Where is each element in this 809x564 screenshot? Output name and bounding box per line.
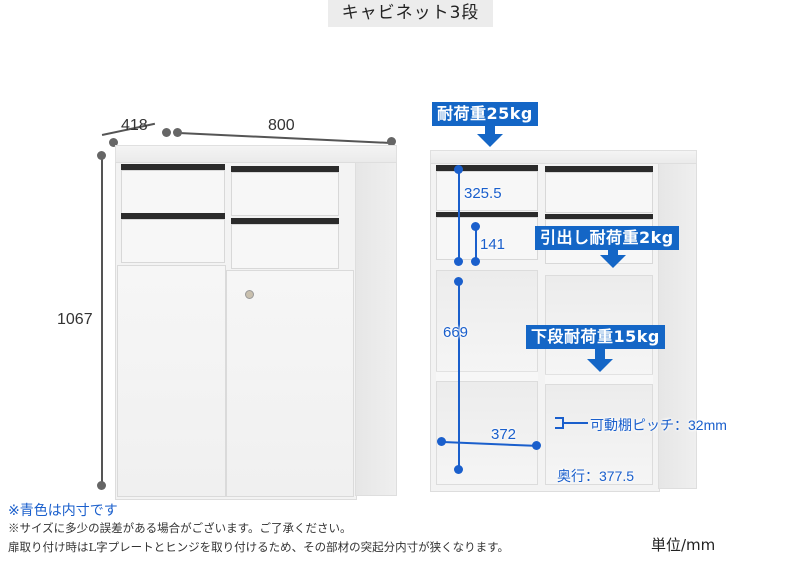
drawer-top-left[interactable] <box>436 171 538 211</box>
dim-dot <box>532 441 541 450</box>
dim-dot <box>471 222 480 231</box>
lock-icon <box>245 290 254 299</box>
drawer-bottom-left[interactable] <box>121 219 225 263</box>
drawer-slot <box>121 164 225 170</box>
tolerance-note: ※サイズに多少の誤差がある場合がございます。ご了承ください。 <box>8 521 352 535</box>
drawer-top-right[interactable] <box>545 172 653 213</box>
down-arrow-icon <box>600 255 626 268</box>
height-dimension-label: 1067 <box>57 311 93 328</box>
down-arrow-icon <box>477 134 503 147</box>
width-dimension-label: 800 <box>268 117 295 134</box>
dim-dot <box>437 437 446 446</box>
top-load-label: 耐荷重25kg <box>432 102 538 126</box>
drawer-load-arrow-stem <box>608 250 618 255</box>
shelf-cell-lower-left <box>436 381 538 485</box>
depth-dimension-label: 418 <box>121 117 148 134</box>
width-dim-dot-right <box>387 137 396 146</box>
inner-width-label: 372 <box>491 426 517 443</box>
height-dim-dot-bottom <box>97 481 106 490</box>
page-title: キャビネット3段 <box>328 0 493 27</box>
top-load-arrow-stem <box>485 126 495 134</box>
width-dim-dot-left <box>173 128 182 137</box>
drawer-slot <box>121 213 225 219</box>
depth-dim-dot-right <box>162 128 171 137</box>
depth-dim-dot-left <box>109 138 118 147</box>
drawer-slot <box>545 214 653 219</box>
left-cabinet-side <box>355 162 397 496</box>
door-left[interactable] <box>117 265 226 497</box>
shelf-cell-upper-left <box>436 270 538 373</box>
drawer-bottom-right[interactable] <box>231 224 339 269</box>
unit-label: 単位/mm <box>651 536 716 554</box>
drawer-load-label: 引出し耐荷重2kg <box>535 226 679 250</box>
inner-depth-label: 奥行：377.5 <box>557 468 635 484</box>
height-dimension-line <box>101 156 103 486</box>
drawer-slot <box>231 166 339 172</box>
drawer-inner-height-label: 141 <box>480 236 506 253</box>
drawer-slot <box>436 165 538 171</box>
drawer-section-height-label: 325.5 <box>464 185 502 202</box>
drawer-bottom-left[interactable] <box>436 217 538 260</box>
shelf-pitch-label: 可動棚ピッチ：32mm <box>590 417 727 433</box>
inner-dimension-note: ※青色は内寸です <box>8 503 118 519</box>
down-arrow-icon <box>587 359 613 372</box>
drawer-section-dimension-line <box>458 170 460 262</box>
dim-dot <box>454 257 463 266</box>
drawer-top-right[interactable] <box>231 172 339 216</box>
height-dim-dot-top <box>97 151 106 160</box>
drawer-slot <box>436 212 538 217</box>
dim-dot <box>454 465 463 474</box>
door-hardware-note: 扉取り付け時はL字プレートとヒンジを取り付けるため、その部材の突起分内寸が狭くな… <box>8 540 509 554</box>
drawer-inner-dimension-line <box>475 226 477 261</box>
dim-dot <box>454 277 463 286</box>
drawer-top-left[interactable] <box>121 170 225 214</box>
door-right[interactable] <box>226 270 354 497</box>
lower-load-arrow-stem <box>595 349 605 359</box>
dim-dot <box>454 165 463 174</box>
lower-section-dimension-line <box>458 282 460 470</box>
dim-dot <box>471 257 480 266</box>
drawer-slot <box>231 218 339 224</box>
pitch-leader-line <box>563 422 588 424</box>
shelf-cell-lower-right <box>545 384 653 485</box>
drawer-slot <box>545 166 653 172</box>
lower-section-height-label: 669 <box>443 324 469 341</box>
lower-load-label: 下段耐荷重15kg <box>526 325 665 349</box>
